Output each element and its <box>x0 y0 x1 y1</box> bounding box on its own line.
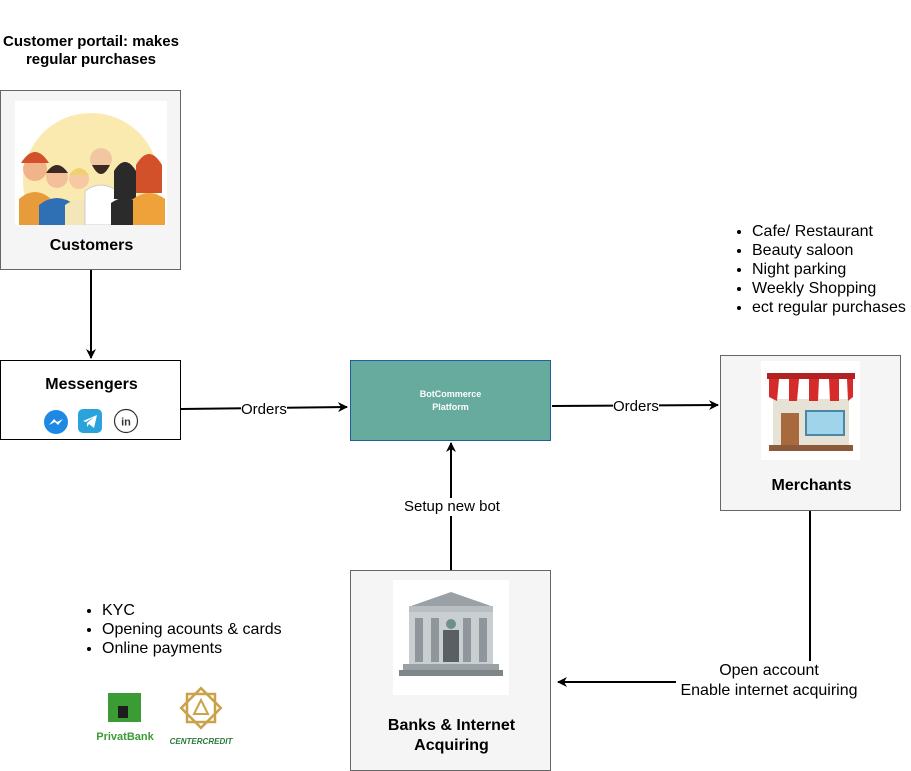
platform-label: BotCommerce Platform <box>419 389 482 412</box>
list-item: Beauty saloon <box>752 241 906 260</box>
bank-services-list: KYC Opening acounts & cards Online payme… <box>80 601 282 658</box>
customers-label: Customers <box>49 237 134 254</box>
customers-node[interactable]: Customers <box>0 90 181 270</box>
people-group-icon <box>19 148 165 226</box>
messengers-node[interactable]: Messengers in <box>0 360 181 440</box>
centercredit-logo: CENTERCREDIT <box>166 684 236 748</box>
privatbank-logo: PrivatBank <box>88 690 162 746</box>
arrow-merchants-to-banks <box>557 511 811 687</box>
svg-text:in: in <box>121 417 131 429</box>
customer-portal-caption: Customer portail: makes regular purchase… <box>3 33 179 68</box>
orders-label-left: Orders <box>241 401 287 419</box>
centercredit-mark-icon <box>179 686 223 730</box>
list-item: KYC <box>102 601 282 620</box>
banks-node[interactable]: Banks & Internet Acquiring <box>350 570 551 771</box>
merchants-node[interactable]: Merchants <box>720 355 901 511</box>
centercredit-wordmark: CENTERCREDIT <box>169 737 233 746</box>
list-item: Cafe/ Restaurant <box>752 222 906 241</box>
linkedin-icon[interactable]: in <box>113 408 139 434</box>
messengers-label: Messengers <box>45 376 138 393</box>
setup-new-bot-label: Setup new bot <box>403 498 501 516</box>
list-item: ect regular purchases <box>752 298 906 317</box>
privatbank-mark-icon <box>108 691 143 722</box>
orders-label-right: Orders <box>613 398 659 416</box>
list-item: Weekly Shopping <box>752 279 906 298</box>
botcommerce-platform-node[interactable]: BotCommerce Platform <box>350 360 551 441</box>
list-item: Opening acounts & cards <box>102 620 282 639</box>
telegram-icon[interactable] <box>77 408 103 434</box>
bank-illustration <box>393 580 509 695</box>
customers-illustration <box>15 101 167 249</box>
banks-label: Banks & Internet Acquiring <box>387 717 516 754</box>
list-item: Online payments <box>102 639 282 658</box>
merchants-label: Merchants <box>771 477 852 494</box>
privatbank-wordmark: PrivatBank <box>96 731 154 743</box>
storefront-icon <box>767 373 855 451</box>
list-item: Night parking <box>752 260 906 279</box>
merchant-examples-list: Cafe/ Restaurant Beauty saloon Night par… <box>730 222 906 317</box>
shop-illustration <box>761 361 860 460</box>
open-account-label: Open account Enable internet acquiring <box>676 661 862 701</box>
bank-building-icon <box>399 592 503 676</box>
messenger-icon[interactable] <box>43 409 69 435</box>
